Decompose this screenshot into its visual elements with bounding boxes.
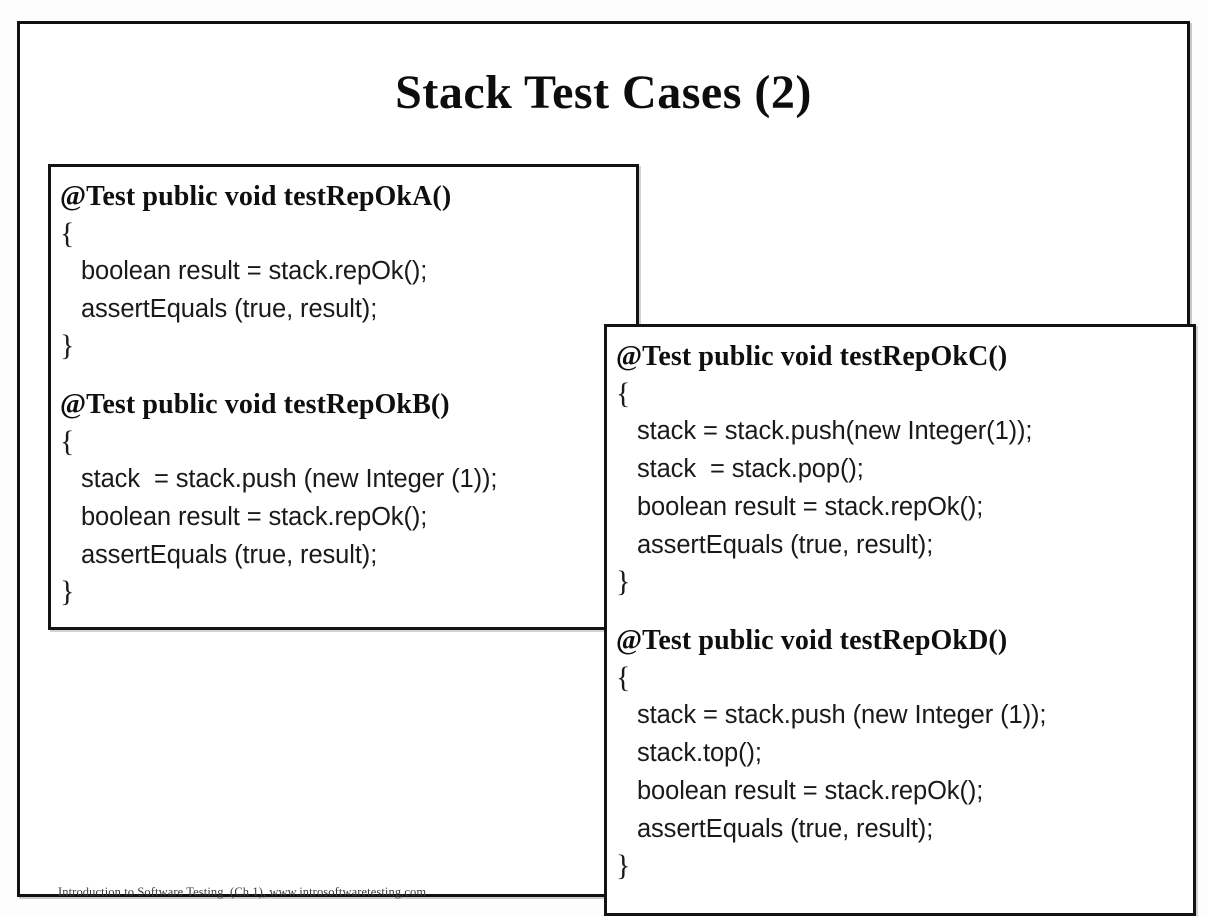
code-statement: boolean result = stack.repOk(); xyxy=(616,493,984,521)
close-brace: } xyxy=(60,575,75,608)
code-statement: assertEquals (true, result); xyxy=(616,815,934,843)
code-statement: boolean result = stack.repOk(); xyxy=(60,503,428,531)
open-brace: { xyxy=(616,661,631,694)
slide-footer-attribution: Introduction to Software Testing (Ch 1),… xyxy=(58,885,427,899)
code-statement: boolean result = stack.repOk(); xyxy=(60,257,428,285)
method-signature: @Test public void testRepOkC() xyxy=(616,341,1008,372)
code-statement: stack = stack.push (new Integer (1)); xyxy=(60,465,498,493)
code-box-left-content: @Test public void testRepOkA() { boolean… xyxy=(51,167,636,610)
code-statement: stack = stack.push(new Integer(1)); xyxy=(616,417,1033,445)
code-box-right-content: @Test public void testRepOkC() { stack =… xyxy=(607,327,1193,884)
code-statement: assertEquals (true, result); xyxy=(60,541,378,569)
code-statement: stack.top(); xyxy=(616,739,762,767)
method-block-testRepOkC: @Test public void testRepOkC() { stack =… xyxy=(616,338,1193,600)
slide-frame: Stack Test Cases (2) @Test public void t… xyxy=(17,21,1196,916)
code-statement: boolean result = stack.repOk(); xyxy=(616,777,984,805)
open-brace: { xyxy=(616,377,631,410)
close-brace: } xyxy=(60,329,75,362)
open-brace: { xyxy=(60,425,75,458)
method-signature: @Test public void testRepOkB() xyxy=(60,389,450,420)
method-block-testRepOkA: @Test public void testRepOkA() { boolean… xyxy=(60,178,636,364)
code-statement: stack = stack.push (new Integer (1)); xyxy=(616,701,1047,729)
method-block-testRepOkB: @Test public void testRepOkB() { stack =… xyxy=(60,386,636,610)
method-block-testRepOkD: @Test public void testRepOkD() { stack =… xyxy=(616,622,1193,884)
close-brace: } xyxy=(616,565,631,598)
method-signature: @Test public void testRepOkD() xyxy=(616,625,1008,656)
code-statement: stack = stack.pop(); xyxy=(616,455,864,483)
code-statement: assertEquals (true, result); xyxy=(616,531,934,559)
close-brace: } xyxy=(616,849,631,882)
method-signature: @Test public void testRepOkA() xyxy=(60,181,452,212)
code-statement: assertEquals (true, result); xyxy=(60,295,378,323)
page-title: Stack Test Cases (2) xyxy=(395,66,812,119)
code-box-left: @Test public void testRepOkA() { boolean… xyxy=(48,164,639,630)
code-box-right: @Test public void testRepOkC() { stack =… xyxy=(604,324,1196,916)
open-brace: { xyxy=(60,217,75,250)
